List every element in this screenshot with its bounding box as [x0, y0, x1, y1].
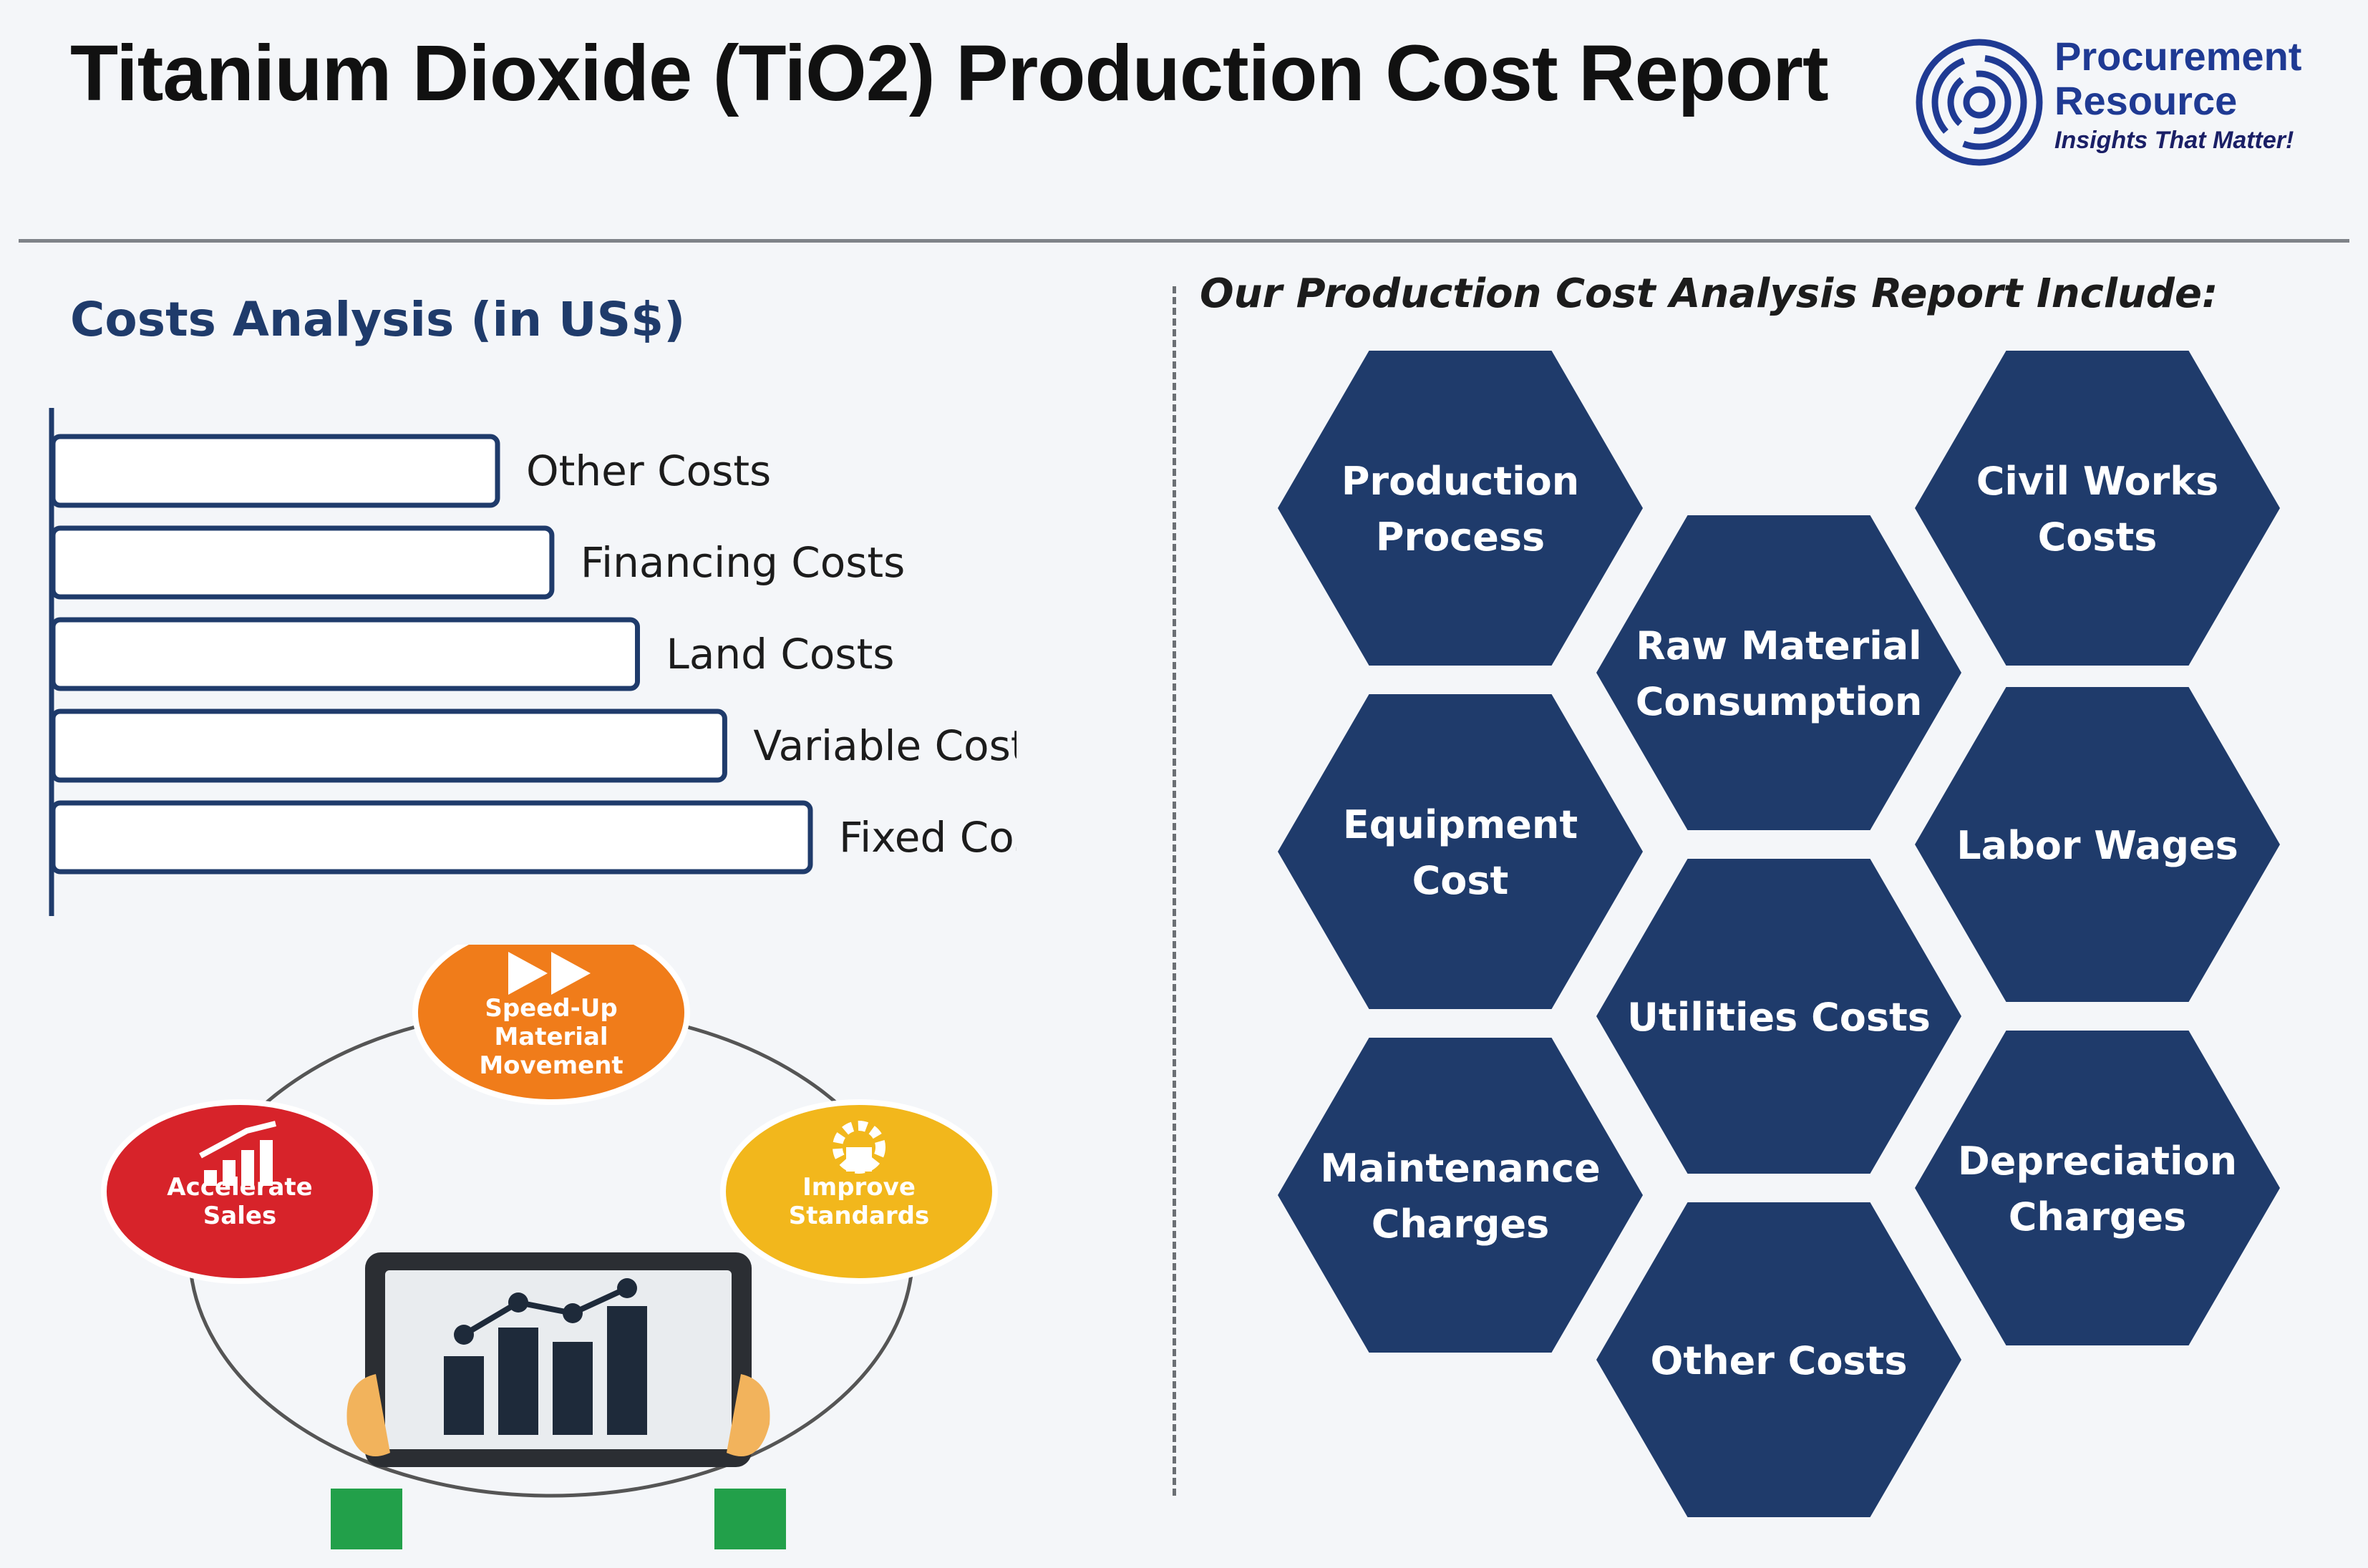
benefits-infographic: Speed-UpMaterialMovementAccelerateSalesI… — [101, 945, 998, 1549]
hex-labor-wages: Labor Wages — [1915, 687, 2280, 1002]
benefit-label: Sales — [203, 1202, 276, 1230]
benefit-label: Standards — [789, 1202, 930, 1230]
tablet-illustration — [331, 1252, 786, 1549]
hex-label: Labor Wages — [1956, 823, 2238, 868]
hex-label: Utilities Costs — [1627, 995, 1931, 1040]
bar-land-costs — [50, 617, 640, 691]
hex-label: Cost — [1412, 858, 1509, 903]
bar-fixed-costs — [50, 800, 813, 875]
bar-label: Variable Costs — [753, 721, 1016, 770]
hexagon-shape — [1596, 515, 1961, 830]
benefit-label: Accelerate — [167, 1173, 312, 1202]
hexagon-shape — [1278, 351, 1643, 666]
hex-label: Maintenance — [1320, 1146, 1601, 1191]
page-title: Titanium Dioxide (TiO2) Production Cost … — [70, 29, 1829, 117]
hex-other-costs: Other Costs — [1596, 1202, 1961, 1517]
hex-label: Civil Works — [1976, 459, 2219, 504]
hexagon-shape — [1915, 687, 2280, 1002]
logo-text: Procurement Resource Insights That Matte… — [2054, 34, 2301, 157]
hexagon-shape — [1915, 1031, 2280, 1345]
benefit-label: Material — [494, 1023, 608, 1051]
hex-label: Process — [1376, 515, 1545, 560]
logo-line-2: Resource — [2054, 78, 2238, 123]
gear-house-icon — [833, 1121, 885, 1174]
logo-line-1: Procurement — [2054, 34, 2302, 79]
benefit-label: Movement — [479, 1051, 623, 1080]
hexagon-shape — [1278, 694, 1643, 1009]
hex-label: Consumption — [1636, 679, 1923, 724]
report-includes-title: Our Production Cost Analysis Report Incl… — [1200, 271, 2218, 317]
logo-maze-icon — [1916, 39, 2043, 166]
bar-financing-costs — [50, 525, 555, 600]
hexagon-shape — [1596, 1202, 1961, 1517]
hands-icon — [331, 1374, 786, 1549]
bar-label: Financing Costs — [581, 538, 906, 587]
tablet-bar-chart-icon — [444, 1306, 647, 1435]
hex-label: Raw Material — [1636, 623, 1921, 668]
fast-forward-icon — [508, 952, 591, 995]
hex-label: Production — [1341, 459, 1579, 504]
hexagon-shape — [1596, 859, 1961, 1174]
bar-other-costs — [50, 434, 500, 508]
tablet-trend-line-icon — [462, 1285, 629, 1338]
hexagon-shape — [1915, 351, 2280, 666]
section-divider — [1173, 286, 1176, 1496]
hex-label: Charges — [1372, 1202, 1550, 1247]
hex-label: Equipment — [1343, 802, 1578, 847]
growth-chart-icon — [199, 1121, 276, 1186]
bar-label: Fixed Costs — [839, 813, 1016, 862]
hex-label: Depreciation — [1958, 1139, 2237, 1184]
header-divider — [19, 239, 2349, 243]
hex-label: Costs — [2038, 515, 2158, 560]
hex-label: Charges — [2009, 1194, 2187, 1240]
benefit-label: Speed-Up — [485, 994, 617, 1023]
logo-tagline: Insights That Matter! — [2054, 127, 2294, 154]
logo: Procurement Resource Insights That Matte… — [1911, 20, 2341, 185]
hexagon-shape — [1278, 1038, 1643, 1353]
bar-label: Other Costs — [526, 447, 771, 495]
bar-label: Land Costs — [666, 630, 895, 678]
costs-analysis-title: Costs Analysis (in US$) — [70, 292, 686, 347]
hex-utilities-costs: Utilities Costs — [1596, 859, 1961, 1174]
hex-label: Other Costs — [1650, 1338, 1907, 1383]
benefit-label: Improve — [802, 1173, 916, 1202]
bar-variable-costs — [50, 708, 727, 783]
